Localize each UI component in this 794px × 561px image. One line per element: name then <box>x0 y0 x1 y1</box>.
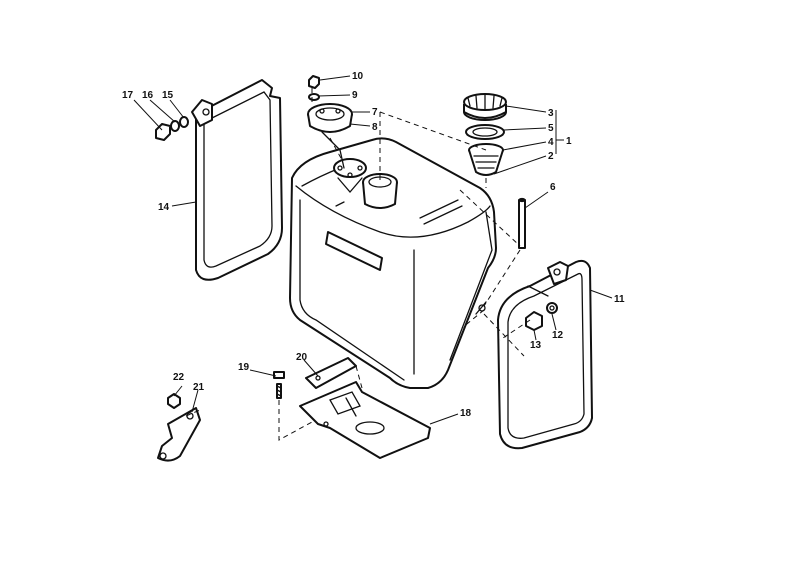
callout-5: 5 <box>548 123 554 134</box>
strap-bolt-set-right <box>525 302 558 331</box>
callout-labels: 10 9 7 8 3 5 4 1 2 6 11 12 13 14 17 16 1… <box>122 71 625 419</box>
callout-20: 20 <box>296 352 308 363</box>
callout-18: 18 <box>460 408 472 419</box>
callout-12: 12 <box>552 330 564 341</box>
leader-lines <box>133 75 613 425</box>
callout-3: 3 <box>548 108 554 119</box>
mounting-bolt <box>273 371 285 399</box>
callout-2: 2 <box>548 151 554 162</box>
filler-cap <box>463 93 507 121</box>
callout-9: 9 <box>352 90 358 101</box>
callout-15: 15 <box>162 90 174 101</box>
assembly-guide-lines <box>185 88 531 441</box>
callout-19: 19 <box>238 362 250 373</box>
left-tank-strap <box>191 79 283 281</box>
sender-nut <box>308 75 320 89</box>
sender-washer <box>308 93 320 101</box>
callout-22: 22 <box>173 372 185 383</box>
tank-mounting-bracket <box>299 381 431 459</box>
callout-17: 17 <box>122 90 134 101</box>
callout-10: 10 <box>352 71 364 82</box>
callout-4: 4 <box>548 137 554 148</box>
filler-strainer <box>468 143 504 176</box>
vent-tube <box>518 197 526 249</box>
fuel-gauge-sender <box>307 103 353 169</box>
callout-14: 14 <box>158 202 170 213</box>
right-tank-strap <box>497 259 593 450</box>
callout-11: 11 <box>614 294 625 305</box>
cap-gasket <box>465 124 505 140</box>
clamp-bolt <box>167 393 181 409</box>
callout-7: 7 <box>372 107 378 118</box>
clamp-bracket <box>157 407 201 462</box>
callout-21: 21 <box>193 382 205 393</box>
callout-13: 13 <box>530 340 542 351</box>
callout-8: 8 <box>372 122 378 133</box>
callout-1: 1 <box>566 136 572 147</box>
callout-16: 16 <box>142 90 154 101</box>
callout-6: 6 <box>550 182 556 193</box>
bracket-plate <box>305 357 357 389</box>
fuel-tank <box>289 137 497 389</box>
